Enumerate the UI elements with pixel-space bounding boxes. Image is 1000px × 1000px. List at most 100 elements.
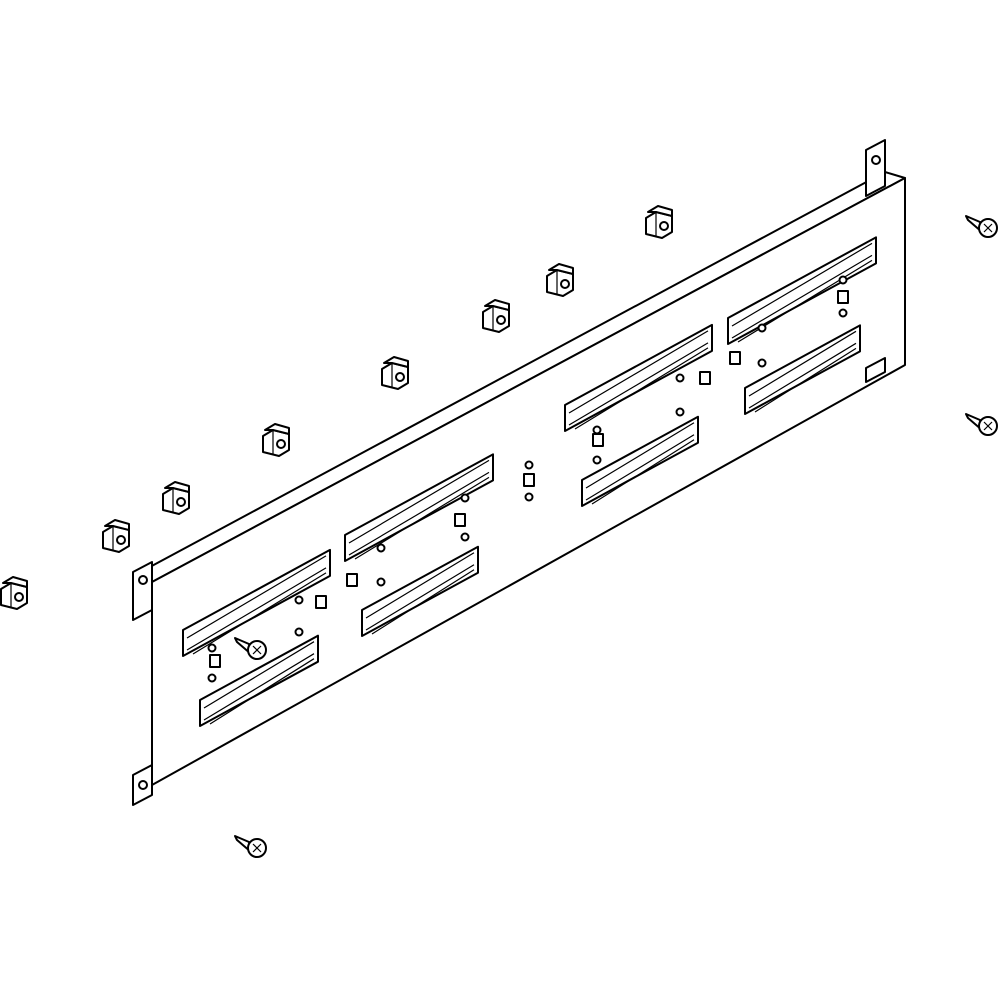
nut-thread xyxy=(176,497,186,507)
din-rail xyxy=(182,548,331,657)
din-rail xyxy=(199,634,319,727)
rail-edge xyxy=(574,347,709,430)
nut-thread xyxy=(14,592,24,602)
nut-thread xyxy=(116,535,126,545)
rail-body xyxy=(744,324,861,415)
square-hole xyxy=(592,433,604,447)
rail-edge xyxy=(731,242,873,327)
rail-edge xyxy=(371,569,475,635)
rail-edge xyxy=(591,439,695,505)
round-hole xyxy=(524,492,534,502)
round-hole xyxy=(460,493,470,503)
square-hole xyxy=(315,595,327,609)
rail-edge xyxy=(568,330,709,414)
plate-left-top-tab xyxy=(132,561,153,621)
round-hole xyxy=(838,275,848,285)
screw-slot xyxy=(252,843,262,853)
plate-right-top-tab xyxy=(865,139,886,197)
cage-nut-icon xyxy=(262,423,290,457)
square-hole xyxy=(346,573,358,587)
screw-slot xyxy=(983,223,993,233)
round-hole xyxy=(294,595,304,605)
screw-icon xyxy=(965,215,998,238)
round-hole xyxy=(675,373,685,383)
round-hole xyxy=(376,543,386,553)
nut-clip xyxy=(484,299,510,311)
rail-body xyxy=(564,323,713,432)
rail-edge xyxy=(354,476,490,560)
screw-slot xyxy=(252,645,262,655)
square-hole xyxy=(454,513,466,527)
cage-nut-icon xyxy=(381,356,409,390)
din-rail xyxy=(564,323,713,432)
square-hole xyxy=(209,654,221,668)
cage-nut-icon xyxy=(0,576,28,610)
rail-edge xyxy=(348,459,490,544)
screw-icon xyxy=(965,413,998,436)
nut-thread xyxy=(560,279,570,289)
cage-nut-icon xyxy=(162,481,190,515)
rail-body xyxy=(361,545,479,637)
round-hole xyxy=(376,577,386,587)
rail-edge xyxy=(348,471,490,556)
round-hole xyxy=(592,425,602,435)
square-hole xyxy=(837,290,849,304)
nut-clip xyxy=(104,519,130,531)
nut-clip xyxy=(2,576,28,588)
rail-body xyxy=(581,415,699,507)
round-hole xyxy=(524,460,534,470)
nut-clip xyxy=(164,481,190,493)
rail-edge xyxy=(568,342,709,426)
rail-edge xyxy=(585,422,695,489)
nut-clip xyxy=(383,356,409,368)
rail-edge xyxy=(209,658,315,725)
round-hole xyxy=(207,673,217,683)
rail-edge xyxy=(192,572,327,655)
nut-clip xyxy=(264,423,290,435)
rail-body xyxy=(344,453,494,562)
screw-icon xyxy=(234,835,267,858)
cage-nut-icon xyxy=(482,299,510,333)
cage-nut-icon xyxy=(546,263,574,297)
rail-edge xyxy=(585,434,695,501)
nut-thread xyxy=(659,221,669,231)
din-rail xyxy=(744,324,861,415)
rail-edge xyxy=(365,564,475,631)
square-hole xyxy=(729,351,741,365)
nut-clip xyxy=(647,205,673,217)
nut-thread xyxy=(496,315,506,325)
rail-edge xyxy=(748,342,857,409)
rail-edge xyxy=(203,653,315,721)
round-hole xyxy=(207,643,217,653)
round-hole xyxy=(675,407,685,417)
cage-nut-icon xyxy=(102,519,130,553)
square-hole xyxy=(523,473,535,487)
round-hole xyxy=(757,358,767,368)
rail-body xyxy=(727,236,877,345)
plate-right-bottom-tab xyxy=(865,357,886,383)
tab-hole xyxy=(138,575,148,585)
rail-body xyxy=(182,548,331,657)
nut-clip xyxy=(548,263,574,275)
nut-thread xyxy=(276,439,286,449)
rail-edge xyxy=(186,555,327,639)
nut-thread xyxy=(395,372,405,382)
round-hole xyxy=(838,308,848,318)
rail-edge xyxy=(754,347,857,413)
din-rail xyxy=(361,545,479,637)
round-hole xyxy=(592,455,602,465)
screw-icon xyxy=(234,637,267,660)
din-rail xyxy=(344,453,494,562)
square-hole xyxy=(699,371,711,385)
round-hole xyxy=(460,532,470,542)
screw-slot xyxy=(983,421,993,431)
rail-edge xyxy=(203,641,315,709)
rail-edge xyxy=(731,254,873,339)
din-rail xyxy=(581,415,699,507)
round-hole xyxy=(294,627,304,637)
cage-nut-icon xyxy=(645,205,673,239)
rail-edge xyxy=(365,552,475,619)
rail-edge xyxy=(748,330,857,397)
mounting-plate xyxy=(132,139,906,806)
